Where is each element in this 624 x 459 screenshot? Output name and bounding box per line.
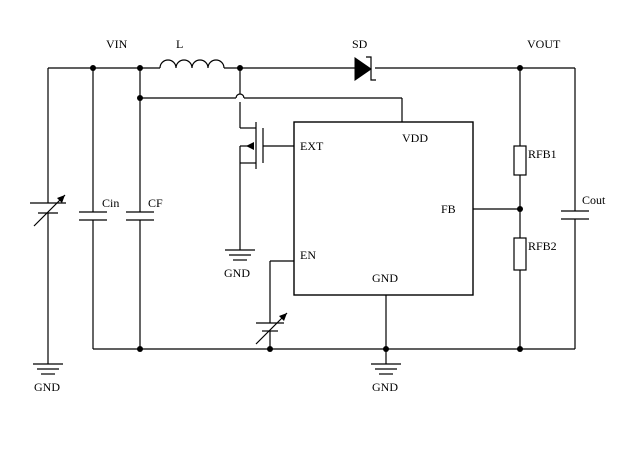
label-fb: FB — [441, 202, 456, 216]
label-vin: VIN — [106, 37, 128, 51]
vdd-supply-wire — [140, 93, 403, 122]
label-gnd-left: GND — [34, 380, 60, 394]
ground-left — [33, 363, 63, 375]
schottky-diode-sd — [354, 56, 376, 81]
ic-ground-wire — [371, 295, 401, 375]
en-source-battery — [255, 260, 294, 349]
label-sd: SD — [352, 37, 368, 51]
capacitor-cin — [79, 68, 107, 349]
label-ic-gnd: GND — [372, 271, 398, 285]
label-ext: EXT — [300, 139, 324, 153]
label-cin: Cin — [102, 196, 119, 210]
label-gnd-bottom: GND — [372, 380, 398, 394]
label-cout: Cout — [582, 193, 606, 207]
capacitor-cout — [561, 68, 589, 349]
label-cf: CF — [148, 196, 163, 210]
label-rfb2: RFB2 — [528, 239, 557, 253]
inductor-l — [159, 59, 225, 69]
label-en: EN — [300, 248, 316, 262]
input-source-battery — [30, 68, 66, 364]
junction-dots — [90, 65, 523, 352]
capacitor-cf — [126, 68, 154, 349]
label-l: L — [176, 37, 183, 51]
label-rfb1: RFB1 — [528, 147, 557, 161]
label-vdd: VDD — [402, 131, 428, 145]
ground-mosfet — [225, 249, 255, 261]
nmos-switch — [239, 68, 294, 250]
label-vout: VOUT — [527, 37, 561, 51]
label-gnd-mosfet: GND — [224, 266, 250, 280]
